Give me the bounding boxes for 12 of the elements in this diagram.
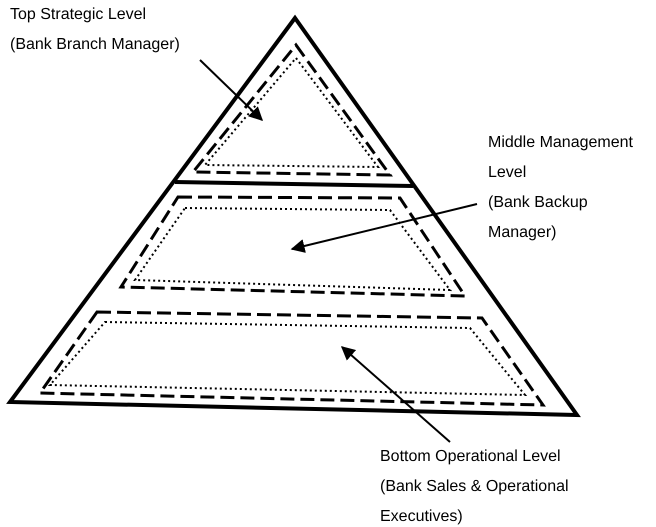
level-title: Middle Management Level [488,133,634,183]
pyramid-tier [121,197,465,296]
level-title: Top Strategic Level [10,5,148,25]
pyramid-tier [40,312,543,405]
arrow [340,346,451,443]
role-text: (Bank Branch Manager) [10,35,181,55]
role-text: (Bank Backup Manager) [488,193,589,243]
pyramid-tier [193,45,390,175]
arrow [290,203,478,253]
arrow [199,59,263,121]
level-title: Bottom Operational Level [380,447,562,467]
role-text: (Bank Sales & Operational Executives) [380,477,570,527]
